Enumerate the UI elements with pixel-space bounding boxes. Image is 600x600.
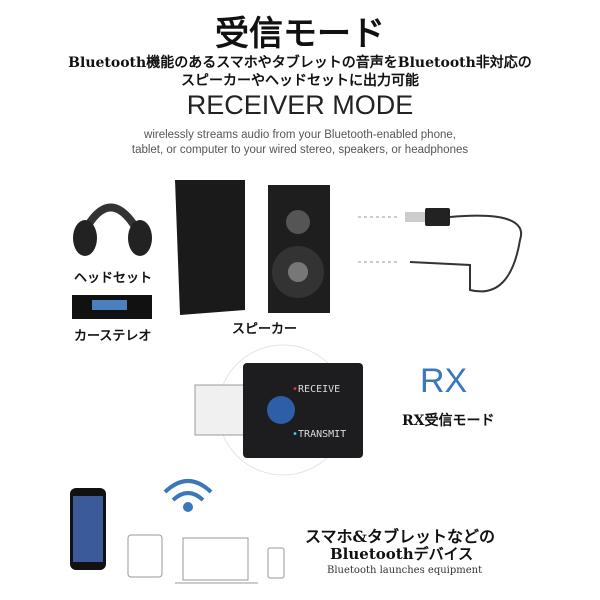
usb-dongle-small-icon [405,208,450,226]
description-line-1: Bluetooth機能のあるスマホやタブレットの音声をBluetooth非対応の [68,55,532,71]
car-stereo-icon [72,295,152,319]
rx-heading: RX [420,362,468,400]
mode-heading: RECEIVER MODE [186,90,414,120]
tablet-icon [127,534,163,578]
usb-dongle-icon [194,344,363,476]
source-line-3: Bluetooth launches equipment [327,565,483,576]
page-title: 受信モード [215,14,385,54]
receive-led-label: •RECEIVE [292,384,341,395]
source-line-1: スマホ&タブレットなどの [305,527,495,546]
phone-outline-icon [267,547,285,579]
rx-mode-label: RX受信モード [402,413,495,429]
speaker-left-icon [175,180,245,315]
laptop-icon [175,537,258,584]
english-description-1: wirelessly streams audio from your Bluet… [144,129,456,141]
english-description-2: tablet, or computer to your wired stereo… [131,144,469,156]
product-illustration [70,180,523,584]
speaker-label: スピーカー [232,322,298,337]
bluetooth-button [267,396,295,424]
smartphone-icon [70,488,106,570]
speaker-right-icon [268,185,330,313]
description-line-2: スピーカーやヘッドセットに出力可能 [181,73,419,89]
aux-cable-icon [409,214,523,293]
transmit-led-label: •TRANSMIT [292,429,347,440]
headset-label: ヘッドセット [74,271,153,286]
source-line-2: Bluetoothデバイス [330,545,474,563]
wifi-icon [163,479,213,512]
headphones-icon [73,203,152,256]
car-stereo-label: カーステレオ [74,329,152,344]
